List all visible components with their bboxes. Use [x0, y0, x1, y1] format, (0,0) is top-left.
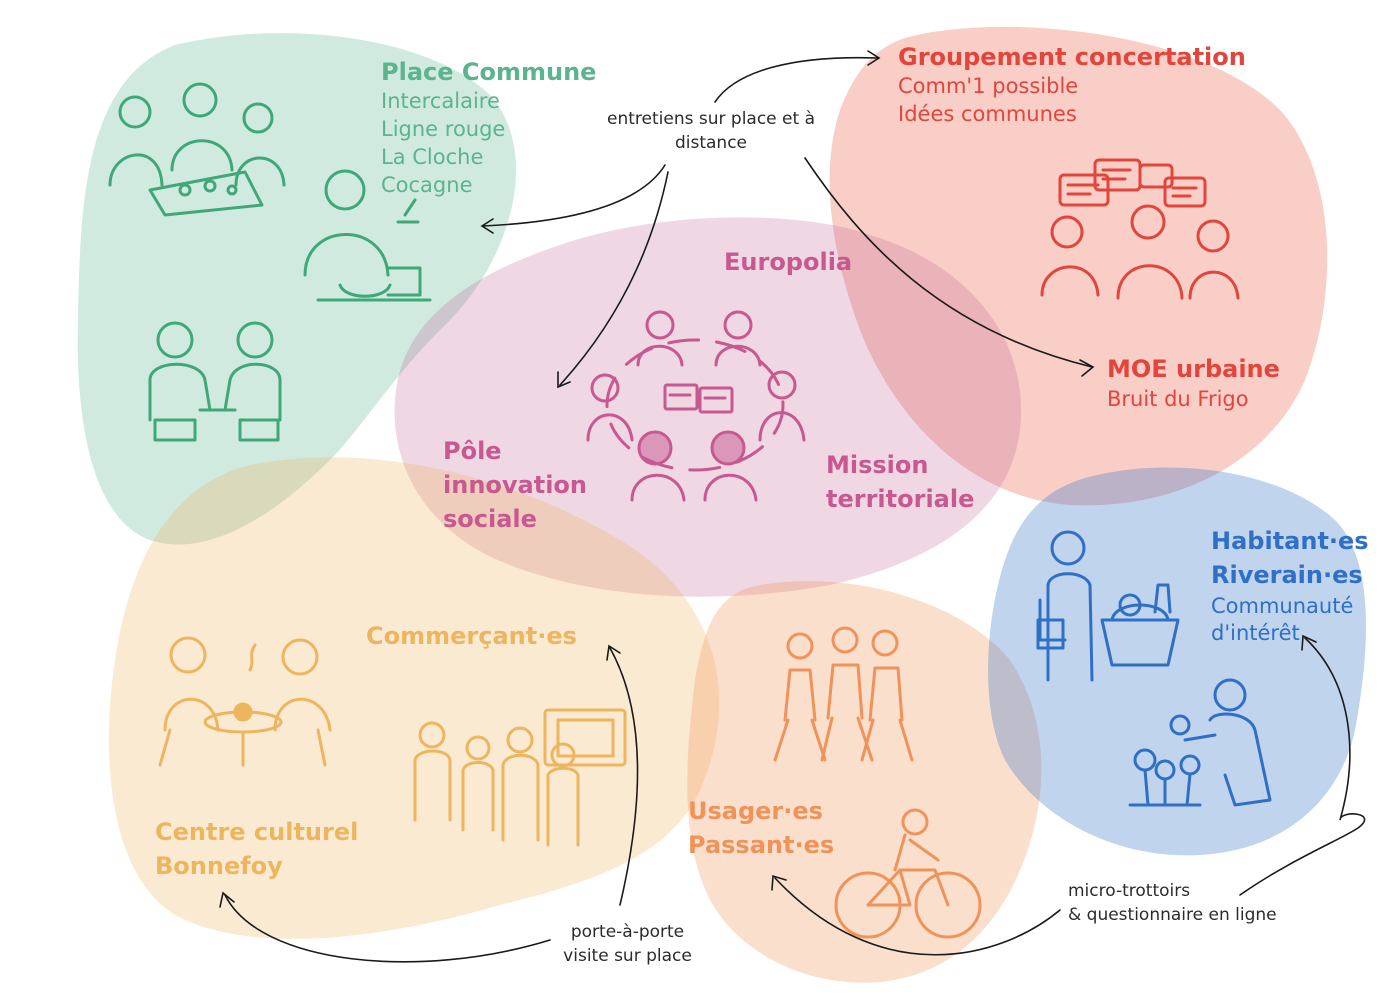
- arrow-to-place-commune: [482, 164, 666, 227]
- centre-line-2: Bonnefoy: [155, 852, 283, 880]
- annotation-entretiens-line-1: entretiens sur place et à: [607, 109, 815, 129]
- shopper-basket-icon: [1036, 530, 1180, 682]
- annotation-entretiens-line-2: distance: [674, 132, 748, 153]
- green-item-cocagne: Cocagne: [381, 173, 473, 197]
- usager-line-2: Passant·es: [688, 831, 835, 859]
- arrow-to-commercants: [609, 647, 639, 906]
- handshake-icon: [148, 321, 282, 442]
- green-blob: [77, 33, 517, 545]
- green-item-la-cloche: La Cloche: [381, 145, 484, 169]
- arrow-to-centre-culturel-head: [219, 891, 235, 908]
- annotation-micro: micro-trottoirs & questionnaire en ligne: [1068, 880, 1313, 928]
- yellow-blob: [108, 457, 720, 939]
- pink-blob: [394, 217, 1022, 597]
- arrow-to-habitants-head: [1301, 634, 1317, 651]
- arrow-to-moe-head: [1079, 359, 1095, 377]
- orange-blob: [687, 581, 1042, 983]
- arrow-to-usagers-head: [771, 874, 787, 891]
- centre-line-1: Centre culturel: [155, 818, 359, 846]
- arrow-to-groupement: [714, 56, 879, 103]
- blue-blob: [988, 467, 1367, 856]
- europolia-title: Europolia: [724, 248, 853, 276]
- red-item-comm1: Comm'1 possible: [898, 74, 1079, 98]
- mission-line-1: Mission: [826, 451, 929, 479]
- pole-line-1: Pôle: [443, 437, 502, 465]
- pole-line-2: innovation: [443, 471, 587, 499]
- red-blob: [829, 26, 1328, 506]
- usager-line-1: Usager·es: [688, 797, 823, 825]
- arrow-to-place-commune-head: [480, 218, 494, 234]
- discussion-speech-bubbles-icon: [1040, 158, 1240, 300]
- arrow-to-groupement-head: [867, 50, 881, 66]
- walking-group-icon: [773, 626, 914, 762]
- moe-sub: Bruit du Frigo: [1107, 387, 1249, 411]
- blue-item-interet: d'intérêt: [1211, 621, 1300, 645]
- annotation-entretiens: entretiens sur place et à distance: [581, 108, 841, 156]
- pole-line-3: sociale: [443, 505, 537, 533]
- arrow-to-commercants-head: [606, 644, 621, 661]
- cooking-person-icon: [303, 169, 432, 302]
- annotation-porte: porte-à-porte visite sur place: [540, 921, 715, 969]
- red-item-idees: Idées communes: [898, 102, 1077, 126]
- place-commune-title: Place Commune: [381, 58, 597, 86]
- habitants-line-2: Riverain·es: [1211, 561, 1363, 589]
- blue-item-communaute: Communauté: [1211, 594, 1354, 618]
- annotation-micro-line-1: micro-trottoirs: [1068, 881, 1191, 901]
- cyclist-icon: [834, 808, 982, 939]
- arrow-to-moe: [804, 157, 1093, 368]
- groupement-title: Groupement concertation: [898, 43, 1246, 71]
- arrow-to-pole: [559, 171, 669, 386]
- gallery-visitors-icon: [413, 708, 627, 847]
- annotation-micro-line-2: & questionnaire en ligne: [1068, 904, 1277, 925]
- moe-title: MOE urbaine: [1107, 355, 1280, 383]
- cafe-table-icon: [158, 636, 332, 767]
- annotation-porte-line-2: visite sur place: [563, 945, 692, 966]
- habitants-line-1: Habitant·es: [1211, 527, 1369, 555]
- annotation-porte-line-1: porte-à-porte: [570, 922, 685, 942]
- round-table-meeting-icon: [586, 310, 806, 502]
- green-item-intercalaire: Intercalaire: [381, 89, 500, 113]
- green-item-ligne-rouge: Ligne rouge: [381, 117, 506, 141]
- gardener-flowers-icon: [1128, 678, 1272, 807]
- arrow-to-usagers: [774, 877, 1061, 956]
- arrow-to-centre-culturel: [224, 894, 551, 963]
- arrow-to-habitants: [1239, 637, 1366, 896]
- people-at-table-icon: [108, 82, 286, 217]
- mission-line-2: territoriale: [826, 485, 975, 513]
- arrow-to-pole-head: [557, 371, 571, 389]
- commercants-title: Commerçant·es: [366, 622, 577, 650]
